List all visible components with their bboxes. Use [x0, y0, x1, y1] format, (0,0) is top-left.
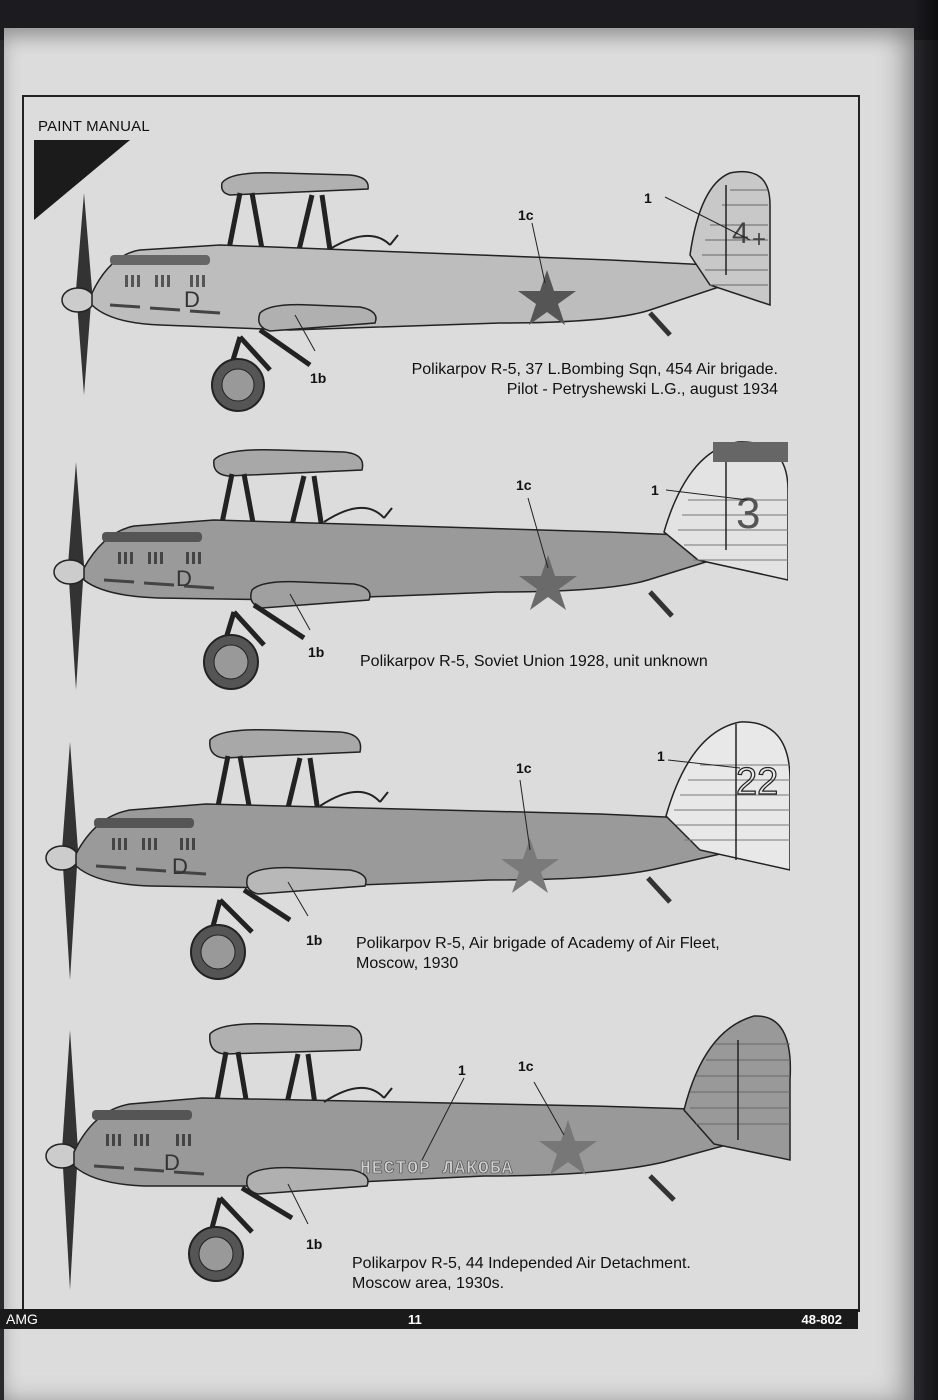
aircraft-profile-2: 3 D: [53, 441, 788, 690]
svg-text:4: 4: [732, 217, 749, 250]
callout-star-4: 1c: [518, 1058, 534, 1074]
page-frame: [22, 95, 860, 1312]
callout-tail-1: 1: [644, 190, 652, 206]
caption-profile-4: Polikarpov R-5, 44 Independed Air Detach…: [352, 1254, 691, 1294]
callout-wing-4: 1b: [306, 1236, 323, 1252]
aircraft-profile-1: 4 + D: [61, 171, 771, 412]
svg-text:D: D: [184, 287, 200, 312]
caption-line: Polikarpov R-5, 37 L.Bombing Sqn, 454 Ai…: [411, 361, 778, 378]
fuselage-2: [83, 519, 739, 601]
fuselage-3: [75, 803, 781, 889]
caption-line: Polikarpov R-5, Soviet Union 1928, unit …: [360, 653, 708, 670]
callout-wing-3: 1b: [306, 932, 323, 948]
section-title: PAINT MANUAL: [38, 118, 150, 135]
callout-wing-1: 1b: [310, 370, 327, 386]
svg-text:D: D: [176, 566, 192, 591]
caption-line: Polikarpov R-5, Air brigade of Academy o…: [356, 935, 720, 952]
caption-profile-3: Polikarpov R-5, Air brigade of Academy o…: [356, 934, 720, 974]
callout-star-3: 1c: [516, 760, 532, 776]
svg-text:D: D: [164, 1150, 180, 1175]
caption-line: Pilot - Petryshewski L.G., august 1934: [506, 381, 778, 398]
kit-number: 48-802: [801, 1312, 842, 1327]
corner-triangle-icon: [34, 140, 130, 220]
callout-star-2: 1c: [516, 477, 532, 493]
callout-tail-3: 1: [657, 748, 665, 764]
callout-star-1: 1c: [518, 207, 534, 223]
svg-text:3: 3: [736, 489, 760, 538]
fuselage-4: [73, 1097, 775, 1187]
svg-text:D: D: [172, 854, 188, 879]
aircraft-profile-3: 22 D: [45, 721, 790, 980]
caption-profile-1: Polikarpov R-5, 37 L.Bombing Sqn, 454 Ai…: [412, 360, 778, 400]
fuselage-1: [91, 244, 741, 331]
brand-label: AMG: [6, 1311, 38, 1327]
callout-tail-2: 1: [651, 482, 659, 498]
caption-profile-2: Polikarpov R-5, Soviet Union 1928, unit …: [360, 652, 708, 672]
svg-text:22: 22: [736, 761, 778, 803]
caption-line: Moscow area, 1930s.: [352, 1275, 505, 1292]
fuselage-inscription: НЕСТОР ЛАКОБА: [360, 1159, 513, 1179]
callout-wing-2: 1b: [308, 644, 325, 660]
caption-line: Moscow, 1930: [356, 955, 459, 972]
callout-inscription-4: 1: [458, 1062, 466, 1078]
svg-text:+: +: [752, 226, 766, 253]
page-number: 11: [408, 1312, 422, 1327]
caption-line: Polikarpov R-5, 44 Independed Air Detach…: [352, 1255, 691, 1272]
footer-bar: AMG 11 48-802: [0, 1309, 858, 1329]
aircraft-profile-4: D НЕСТОР ЛАКОБА: [45, 1015, 792, 1290]
page-edge-shadow: [912, 0, 938, 1400]
